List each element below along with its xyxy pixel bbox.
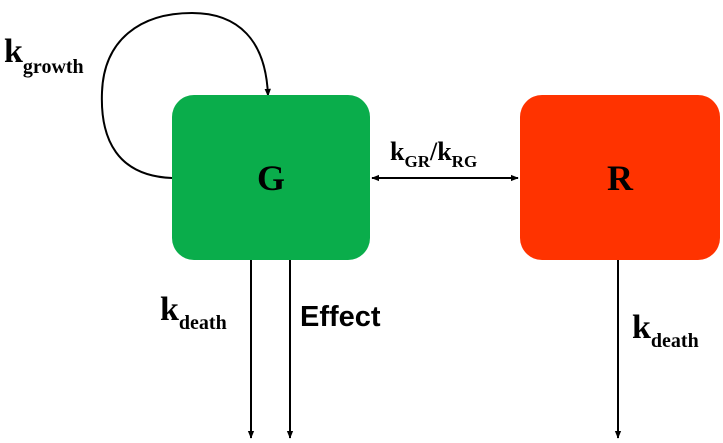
node-r-label: R (607, 158, 634, 198)
node-g-label: G (257, 158, 285, 198)
k-death-g-label: kdeath (160, 291, 227, 334)
k-growth-label: kgrowth (4, 33, 84, 78)
k-death-r-label: kdeath (632, 309, 699, 352)
k-gr-rg-label: kGR/kRG (390, 137, 477, 171)
effect-label: Effect (300, 301, 381, 333)
node-r (520, 95, 720, 260)
growth-loop-arrow (100, 11, 271, 179)
node-g (172, 95, 370, 260)
